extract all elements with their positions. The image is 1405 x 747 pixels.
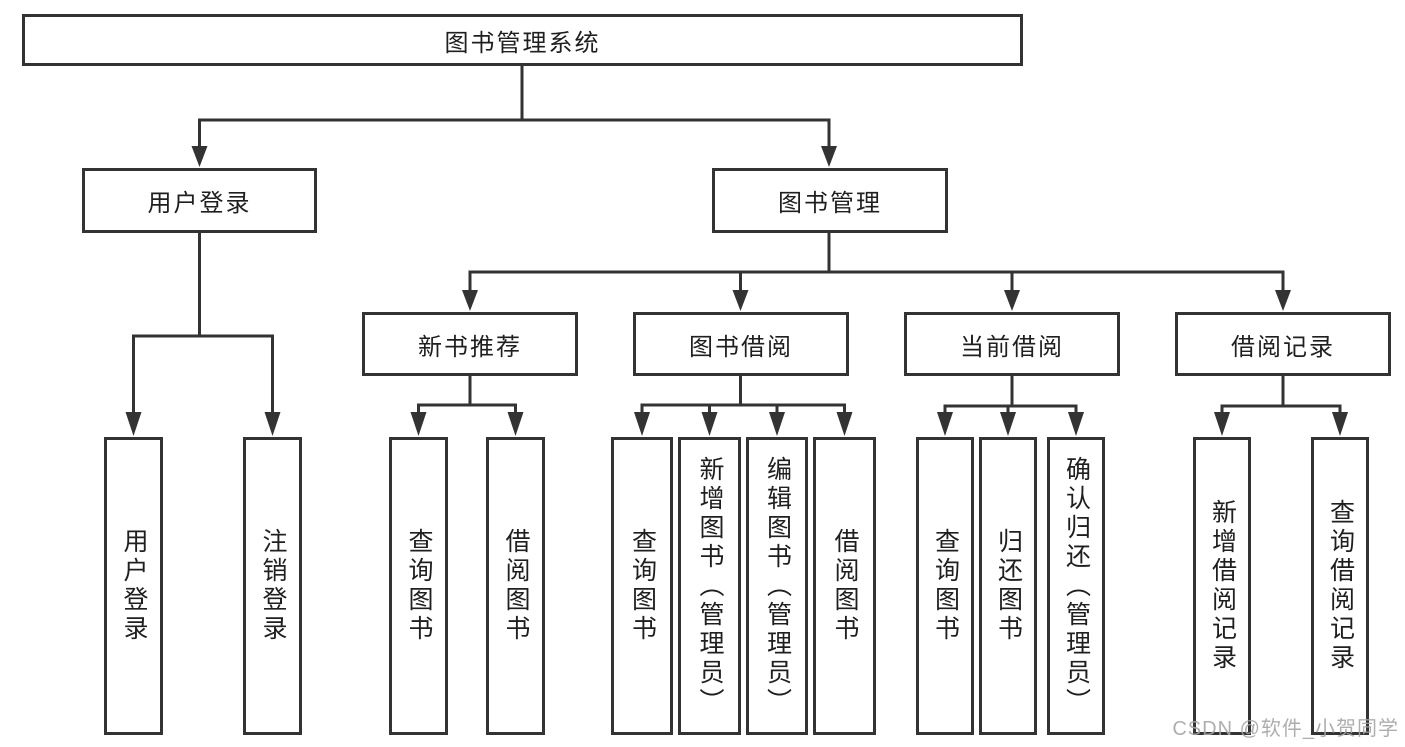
leaf-user-login: 用户登录 xyxy=(104,437,163,735)
leaf-query-borrow-record-label: 查询借阅记录 xyxy=(1326,499,1355,673)
node-current-borrowing-label: 当前借阅 xyxy=(960,333,1064,361)
node-book-management: 图书管理 xyxy=(712,168,948,233)
leaf-logout-label: 注销登录 xyxy=(259,528,287,644)
arrowhead-book-borrowing xyxy=(732,290,749,311)
leaf-recommend-borrow-books-label: 借阅图书 xyxy=(502,528,530,644)
connector-new-book-recommendation-group xyxy=(417,376,517,414)
connector-user-login-branch xyxy=(132,233,274,414)
node-user-login-label: 用户登录 xyxy=(147,190,252,217)
arrowhead-new-book-recommendation xyxy=(462,290,478,311)
leaf-recommend-query-books: 查询图书 xyxy=(389,437,448,735)
connector-root-to-level2 xyxy=(198,66,831,148)
leaf-return-books-label: 归还图书 xyxy=(994,528,1023,644)
leaf-add-borrow-record: 新增借阅记录 xyxy=(1193,437,1251,735)
leaf-return-books: 归还图书 xyxy=(979,437,1037,735)
node-root: 图书管理系统 xyxy=(22,14,1023,66)
leaf-confirm-return-admin-label: 确认归还（管理员） xyxy=(1062,455,1091,717)
leaf-borrowing-query-books: 查询图书 xyxy=(611,437,673,735)
leaf-borrowing-query-books-label: 查询图书 xyxy=(628,528,657,644)
arrowhead-book-management xyxy=(821,146,837,167)
node-book-management-label: 图书管理 xyxy=(778,190,882,217)
arrowhead-g1-query-books xyxy=(410,412,427,436)
arrowhead-g3-query-books xyxy=(937,412,953,436)
connector-book-borrowing-group xyxy=(640,376,846,414)
node-borrowing-records-label: 借阅记录 xyxy=(1231,333,1335,361)
leaf-user-login-label: 用户登录 xyxy=(120,528,148,644)
leaf-logout: 注销登录 xyxy=(243,437,302,735)
leaf-add-books-admin: 新增图书（管理员） xyxy=(678,437,741,735)
leaf-edit-books-admin: 编辑图书（管理员） xyxy=(746,437,808,735)
leaf-query-borrow-record: 查询借阅记录 xyxy=(1311,437,1369,735)
leaf-borrowing-borrow-books: 借阅图书 xyxy=(813,437,876,735)
csdn-watermark: CSDN @软件_小贺同学 xyxy=(1172,718,1399,740)
leaf-current-query-books-label: 查询图书 xyxy=(931,528,960,644)
leaf-borrowing-borrow-books-label: 借阅图书 xyxy=(831,528,859,644)
node-user-login: 用户登录 xyxy=(82,168,317,233)
node-borrowing-records: 借阅记录 xyxy=(1175,312,1391,376)
arrowhead-g4-query-record xyxy=(1332,412,1348,436)
leaf-add-borrow-record-label: 新增借阅记录 xyxy=(1208,499,1237,673)
leaf-recommend-query-books-label: 查询图书 xyxy=(405,528,433,644)
connector-borrowing-records-group xyxy=(1220,376,1342,414)
arrowhead-g3-return-books xyxy=(1000,412,1016,436)
arrowhead-g2-add-books xyxy=(701,412,718,436)
leaf-current-query-books: 查询图书 xyxy=(916,437,974,735)
node-book-borrowing: 图书借阅 xyxy=(633,312,849,376)
node-current-borrowing: 当前借阅 xyxy=(904,312,1120,376)
arrowhead-g2-borrow-books xyxy=(836,412,853,436)
arrowhead-current-borrowing xyxy=(1004,290,1020,311)
arrowhead-g4-add-record xyxy=(1214,412,1230,436)
leaf-edit-books-admin-label: 编辑图书（管理员） xyxy=(763,455,792,717)
arrowhead-user-login xyxy=(191,146,208,167)
node-new-book-recommendation: 新书推荐 xyxy=(362,312,578,376)
connector-current-borrowing-group xyxy=(943,376,1078,414)
leaf-confirm-return-admin: 确认归还（管理员） xyxy=(1047,437,1105,735)
arrowhead-leaf-logout xyxy=(264,412,281,436)
arrowhead-borrowing-records xyxy=(1275,290,1291,311)
node-new-book-recommendation-label: 新书推荐 xyxy=(418,333,522,361)
node-book-borrowing-label: 图书借阅 xyxy=(689,333,793,361)
arrowhead-g2-query-books xyxy=(634,412,650,436)
node-root-label: 图书管理系统 xyxy=(444,29,601,57)
leaf-recommend-borrow-books: 借阅图书 xyxy=(486,437,545,735)
arrowhead-leaf-user-login xyxy=(125,412,142,436)
leaf-add-books-admin-label: 新增图书（管理员） xyxy=(696,455,724,717)
arrowhead-g1-borrow-books xyxy=(507,412,524,436)
arrowhead-g2-edit-books xyxy=(769,412,785,436)
connector-book-management-branch xyxy=(468,233,1285,292)
arrowhead-g3-confirm-return xyxy=(1068,412,1084,436)
